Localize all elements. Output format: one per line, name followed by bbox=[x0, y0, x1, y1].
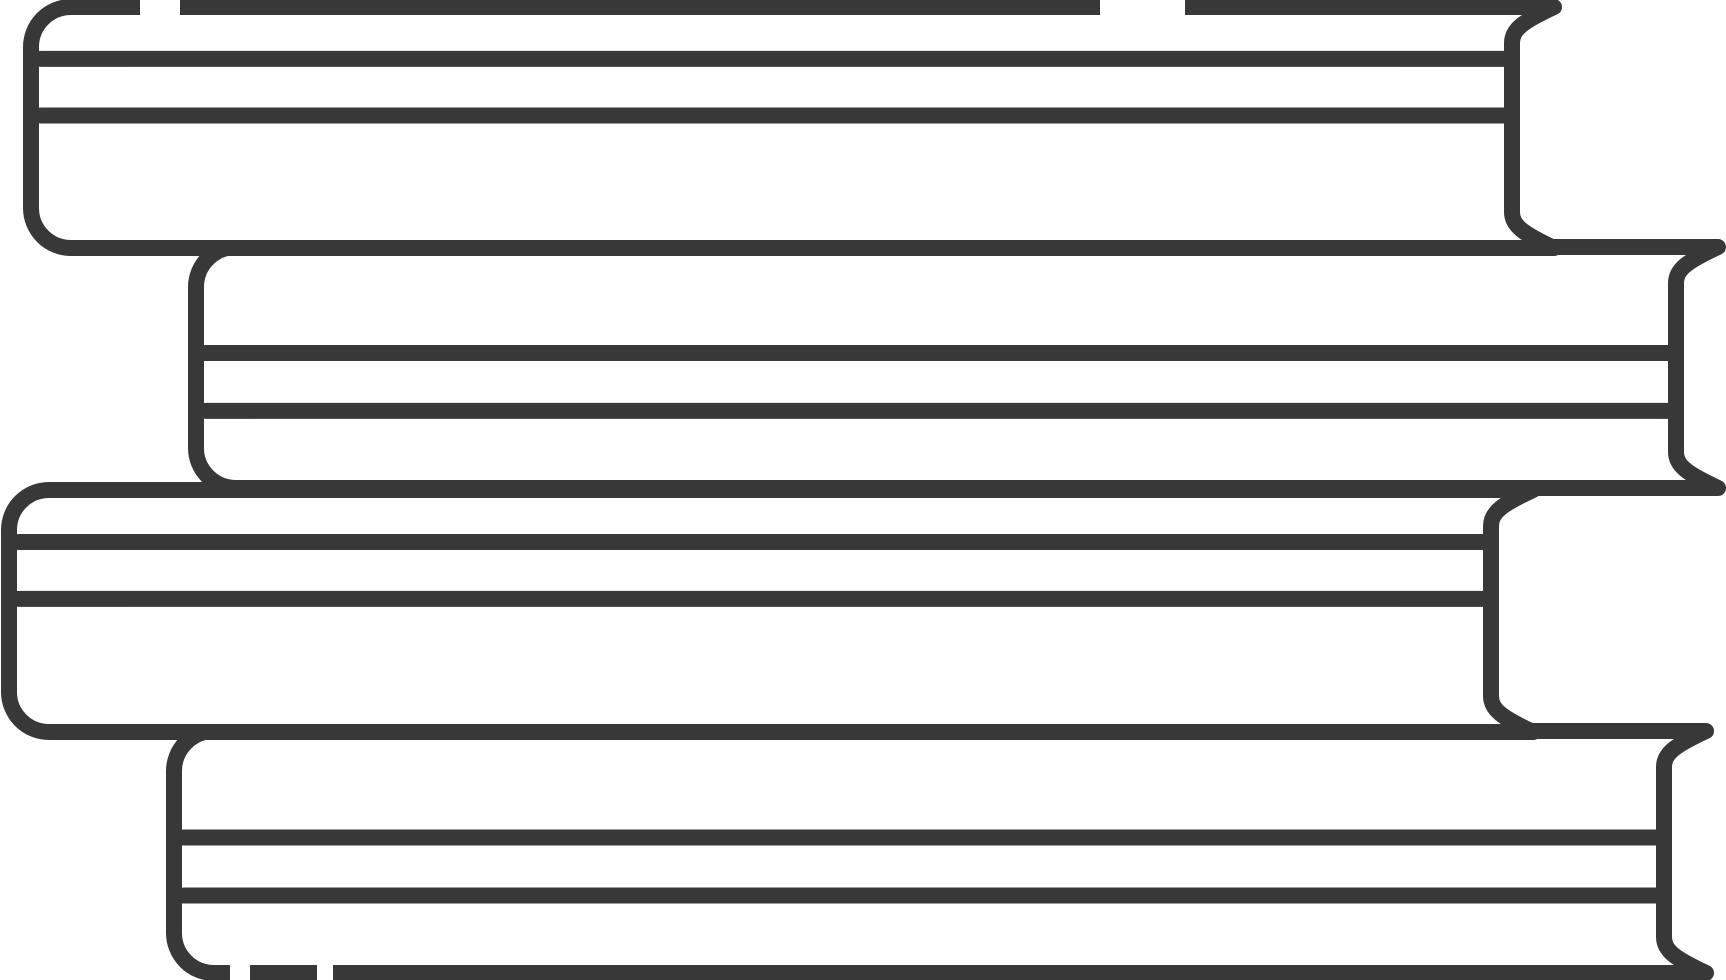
book-2-outline bbox=[188, 239, 1726, 496]
book-1-cover bbox=[31, 7, 1554, 248]
book-2-cover bbox=[196, 247, 1718, 488]
book-1-outline bbox=[23, 0, 1562, 256]
book-1 bbox=[23, 0, 1562, 256]
book-2 bbox=[188, 239, 1726, 496]
book-3-cover bbox=[9, 490, 1533, 732]
book-3-outline bbox=[1, 482, 1541, 740]
book-4-cover bbox=[174, 731, 1706, 973]
book-4 bbox=[166, 723, 1714, 980]
book-4-outline bbox=[166, 723, 1714, 980]
book-3 bbox=[1, 482, 1541, 740]
